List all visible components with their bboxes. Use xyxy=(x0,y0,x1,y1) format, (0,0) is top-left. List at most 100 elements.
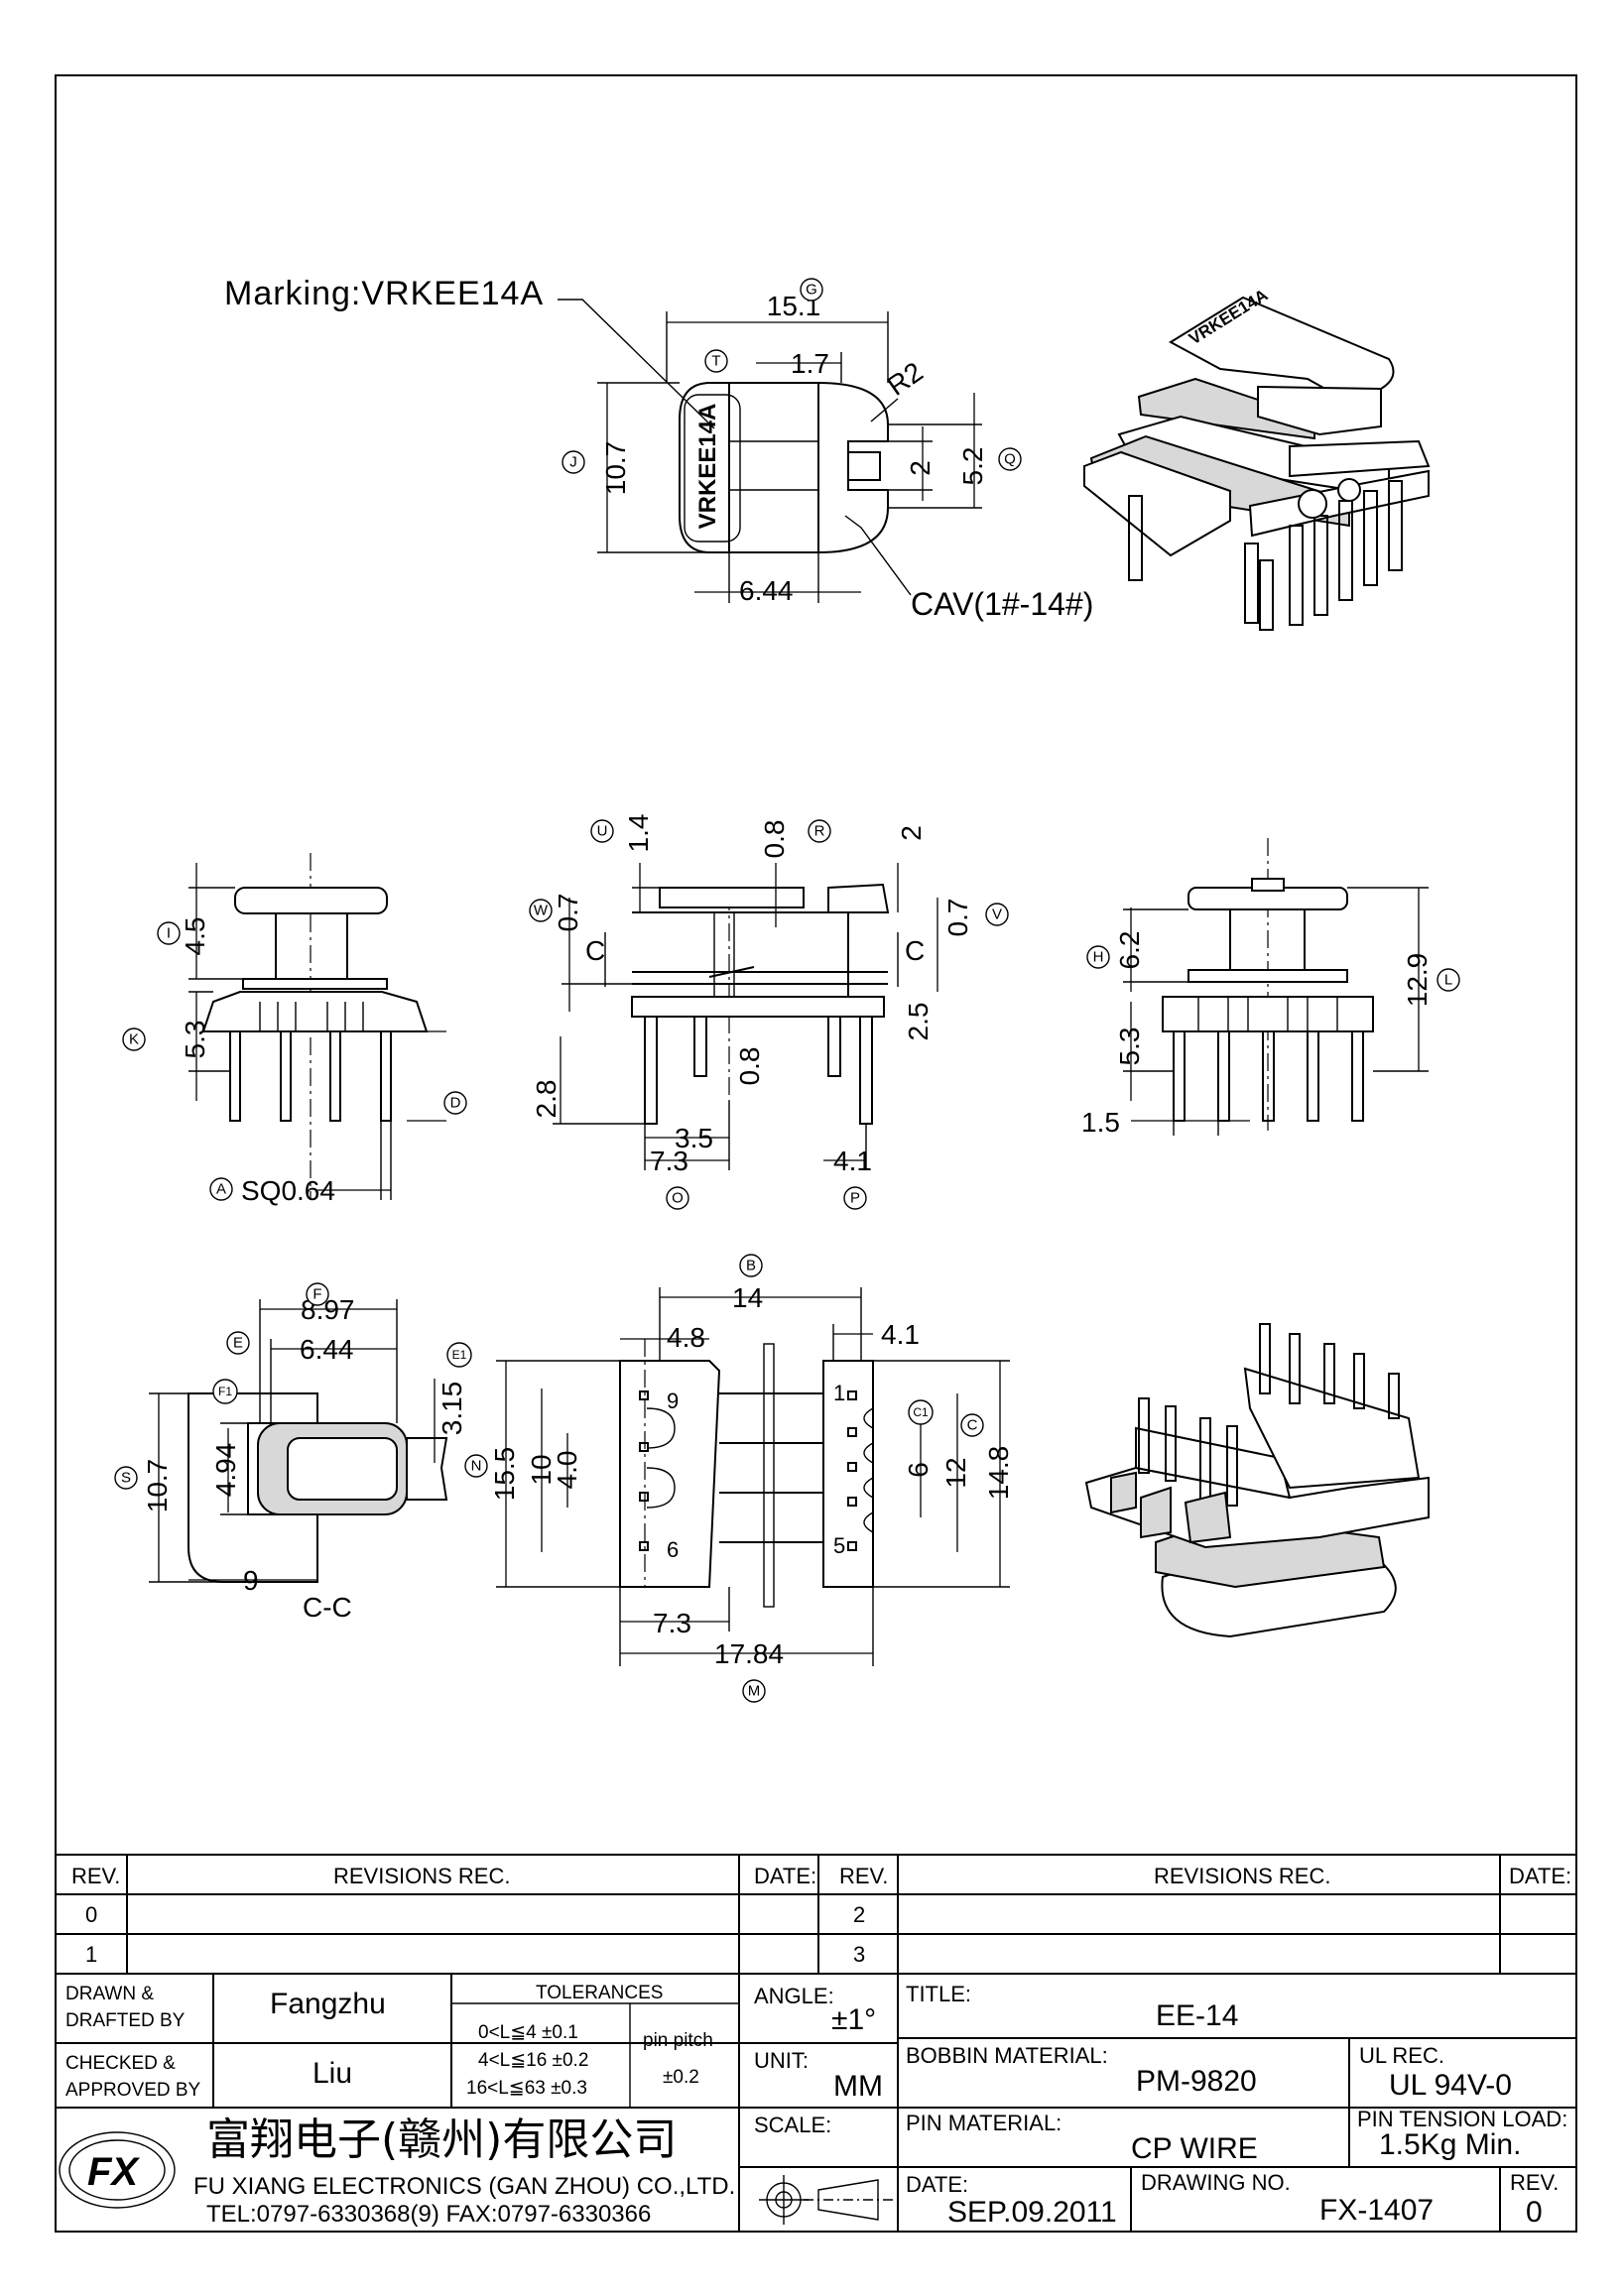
ref-S: S xyxy=(121,1470,131,1487)
ref-P: P xyxy=(850,1190,860,1207)
dim-9: 9 xyxy=(243,1565,259,1596)
ref-T: T xyxy=(711,353,720,370)
dim-3-5: 3.5 xyxy=(675,1123,713,1153)
dim-1-4: 1.4 xyxy=(623,814,654,853)
dim-0-8-a: 0.8 xyxy=(759,820,790,859)
unit-value: MM xyxy=(833,2070,883,2103)
dim-10: 10 xyxy=(526,1454,557,1485)
ref-N: N xyxy=(471,1458,482,1475)
ref-G: G xyxy=(806,282,817,299)
ref-D: D xyxy=(450,1095,461,1112)
dim-1-5: 1.5 xyxy=(1081,1107,1120,1138)
pin-number-1: 1 xyxy=(833,1381,845,1405)
pin-pitch-label: pin pitch xyxy=(643,2030,713,2051)
dim-6-2: 6.2 xyxy=(1114,931,1145,970)
pin-number-6: 6 xyxy=(667,1537,679,1562)
dim-2-5: 2.5 xyxy=(903,1003,934,1041)
ref-B: B xyxy=(746,1258,756,1274)
svg-text:APPROVED BY: APPROVED BY xyxy=(65,2080,201,2101)
ul-rec-label: UL REC. xyxy=(1359,2043,1444,2068)
pin-tension-value: 1.5Kg Min. xyxy=(1379,2128,1521,2161)
dim-14-8: 14.8 xyxy=(983,1446,1014,1501)
company-name-cn: 富翔电子(赣州)有限公司 xyxy=(206,2115,677,2165)
checked-by: Liu xyxy=(312,2057,352,2090)
ref-M: M xyxy=(748,1683,761,1700)
drawing-border xyxy=(55,74,1577,2233)
drawing-no-label: DRAWING NO. xyxy=(1141,2170,1291,2195)
dim-6: 6 xyxy=(903,1462,934,1478)
rev-value: 0 xyxy=(1526,2196,1543,2229)
dim-r2: R2 xyxy=(882,356,929,402)
scale-label: SCALE: xyxy=(754,2113,831,2137)
ref-F1: F1 xyxy=(218,1385,232,1398)
revisions-header-right: REVISIONS REC. xyxy=(1154,1864,1330,1888)
date-value: SEP.09.2011 xyxy=(947,2196,1117,2229)
svg-text:DRAFTED BY: DRAFTED BY xyxy=(65,2010,186,2031)
ref-C: C xyxy=(967,1417,978,1434)
angle-value: ±1° xyxy=(831,2003,876,2036)
dim-7-3-b: 7.3 xyxy=(653,1608,691,1638)
bobbin-material-value: PM-9820 xyxy=(1136,2065,1257,2098)
cut-c-left: C xyxy=(585,935,605,966)
rev-header-left: REV. xyxy=(71,1864,120,1888)
dim-4-94: 4.94 xyxy=(210,1443,241,1498)
pin-number-9: 9 xyxy=(667,1389,679,1413)
dim-14: 14 xyxy=(732,1282,763,1313)
drawing-no-value: FX-1407 xyxy=(1319,2194,1434,2227)
dim-2-b: 2 xyxy=(896,825,927,841)
ref-E: E xyxy=(233,1335,243,1352)
tolerances-label: TOLERANCES xyxy=(536,1983,663,2003)
dim-4-1-a: 4.1 xyxy=(833,1146,872,1176)
date-header-left: DATE: xyxy=(754,1864,816,1888)
dim-3-15: 3.15 xyxy=(437,1382,467,1436)
svg-text:CHECKED &: CHECKED & xyxy=(65,2053,176,2074)
ref-F: F xyxy=(312,1286,321,1303)
unit-label: UNIT: xyxy=(754,2048,809,2073)
ref-V: V xyxy=(992,906,1002,923)
title-block: REV. REVISIONS REC. DATE: REV. REVISIONS… xyxy=(56,1854,1576,2232)
rev-field-label: REV. xyxy=(1510,2170,1559,2195)
rev-header-right: REV. xyxy=(839,1864,888,1888)
ref-E1: E1 xyxy=(452,1348,467,1362)
svg-text:DRAWN &: DRAWN & xyxy=(65,1984,154,2004)
dim-4-8: 4.8 xyxy=(667,1322,705,1353)
angle-label: ANGLE: xyxy=(754,1984,834,2008)
dim-5-3-b: 5.3 xyxy=(1114,1027,1145,1066)
ref-L: L xyxy=(1444,972,1452,989)
tol-3: 16<L≦63 ±0.3 xyxy=(466,2078,587,2099)
ref-O: O xyxy=(672,1190,684,1207)
ref-A: A xyxy=(216,1181,226,1198)
dim-0-7-a: 0.7 xyxy=(553,894,583,932)
part-marking: VRKEE14A xyxy=(694,404,721,530)
drawn-by: Fangzhu xyxy=(270,1988,386,2020)
cut-c-right: C xyxy=(905,935,925,966)
pin-material-value: CP WIRE xyxy=(1131,2132,1258,2165)
revisions-header-left: REVISIONS REC. xyxy=(333,1864,510,1888)
ref-K: K xyxy=(129,1031,139,1048)
section-label: C-C xyxy=(303,1592,352,1623)
projection-symbol xyxy=(759,2175,893,2225)
dim-10-7: 10.7 xyxy=(600,441,631,496)
top-view: Marking:VRKEE14A VRKEE14A 15.1 G 1.7 T R… xyxy=(224,275,1093,622)
rev-row-2: 2 xyxy=(853,1902,865,1927)
ul-rec-value: UL 94V-0 xyxy=(1389,2069,1512,2102)
rev-row-3: 3 xyxy=(853,1942,865,1967)
marking-label: Marking:VRKEE14A xyxy=(224,275,544,312)
ref-R: R xyxy=(814,823,825,840)
section-c-c: 8.97 F 6.44 E E1 3.15 F1 4.94 10.7 S 9 C… xyxy=(114,1282,472,1623)
isometric-view-bottom xyxy=(1084,1323,1430,1638)
side-view-right: 6.2 H 12.9 L 5.3 1.5 xyxy=(1081,838,1460,1138)
dim-0-8-b: 0.8 xyxy=(734,1047,765,1086)
bottom-view: 9 6 1 5 14 B 4.8 4.1 15.5 10 4.0 N 6 C1 … xyxy=(464,1254,1014,1703)
company-tel: TEL:0797-6330368(9) FAX:0797-6330366 xyxy=(206,2201,651,2228)
front-view-middle: 1.4 U 0.8 R 2 0.7 W C C 0.7 V 2.5 0.8 2.… xyxy=(529,814,1009,1210)
tol-1: 0<L≦4 ±0.1 xyxy=(478,2022,578,2043)
company-logo: FX xyxy=(59,2131,176,2209)
ref-W: W xyxy=(534,903,549,919)
dim-2-8: 2.8 xyxy=(531,1080,562,1119)
ref-I: I xyxy=(167,925,171,942)
title-label: TITLE: xyxy=(906,1982,971,2006)
dim-2: 2 xyxy=(905,460,936,476)
date-field-label: DATE: xyxy=(906,2172,968,2197)
